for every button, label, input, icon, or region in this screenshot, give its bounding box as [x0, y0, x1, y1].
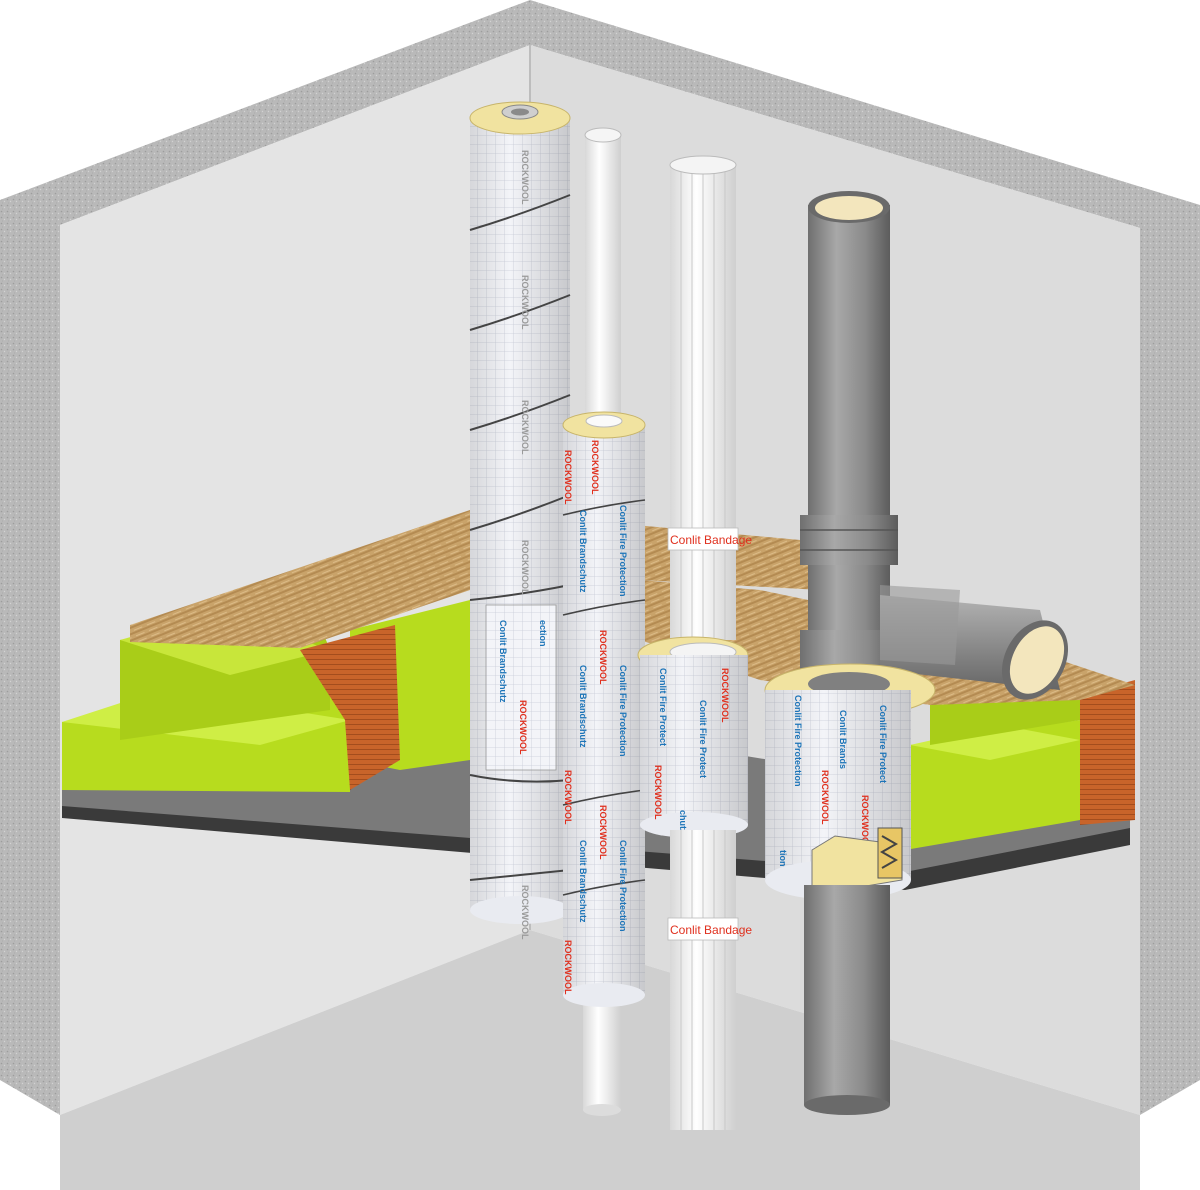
pipe-grey-tee: Conlit Fire Protection Conlit Brands Con… [764, 191, 1069, 1115]
bandage-label: Conlit Bandage [670, 923, 752, 937]
fire-protection-label: Conlit Fire Protect [698, 700, 708, 778]
fire-collar [485, 604, 557, 771]
wrap-spiral-lines [469, 194, 571, 881]
brand-label: ROCKWOOL [520, 150, 530, 205]
wrap-bottom [470, 896, 570, 924]
brick-section-right [1080, 680, 1135, 825]
fire-protection-fragment: tion [778, 850, 788, 867]
fire-protection-label: Conlit Fire Protection [793, 695, 803, 787]
brandschutz-fragment: chutz [678, 810, 688, 834]
fire-protection-label: ection [538, 620, 548, 647]
wall-frame-left [0, 0, 530, 1115]
brick-section-left [300, 625, 400, 790]
bundle-upper [669, 155, 737, 640]
fire-protection-label: Conlit Fire Protect [878, 705, 888, 783]
fire-protection-label: Conlit Fire Protect [658, 668, 668, 746]
brand-label-red: ROCKWOOL [563, 770, 573, 825]
socket-upper [800, 515, 898, 565]
insulation-block-4 [905, 720, 1080, 850]
brand-label-red: ROCKWOOL [720, 668, 730, 723]
brand-label-red: ROCKWOOL [653, 765, 663, 820]
brand-label-red: ROCKWOOL [590, 440, 600, 495]
brand-label: ROCKWOOL [520, 400, 530, 455]
brandschutz-label: Conlit Brands [838, 710, 848, 769]
cutaway-layer [877, 827, 903, 879]
white-pipe-upper [585, 135, 621, 435]
brand-label-red: ROCKWOOL [860, 795, 870, 850]
brand-label: ROCKWOOL [520, 885, 530, 940]
fire-protection-label: Conlit Fire Protection [618, 665, 628, 757]
brand-label-red: ROCKWOOL [563, 450, 573, 505]
bundle-lower [670, 830, 736, 1130]
brandschutz-label: Conlit Brandschutz [578, 665, 588, 748]
brand-label-red: ROCKWOOL [820, 770, 830, 825]
cutaway-zigzag [879, 835, 899, 869]
pipe-insulated-tall: ROCKWOOL ROCKWOOL ROCKWOOL ROCKWOOL ROCK… [469, 101, 571, 940]
bandage-label: Conlit Bandage [670, 533, 752, 547]
fire-protection-label: Conlit Fire Protection [618, 505, 628, 597]
fire-protection-label: Conlit Fire Protection [618, 840, 628, 932]
brand-label: ROCKWOOL [520, 275, 530, 330]
pipe-white-collared: ROCKWOOL ROCKWOOL Conlit Brandschutz Con… [562, 127, 646, 1116]
grey-pipe-upper [808, 205, 890, 675]
bandage-upper [667, 527, 739, 551]
wood-board [130, 510, 470, 648]
brand-label: ROCKWOOL [520, 540, 530, 595]
grey-pipe-lower [804, 885, 890, 1105]
insulation-block-4-top [910, 725, 1080, 760]
pipe-bundle: Conlit Bandage ROCKWOOL Conlit Fire Prot… [637, 155, 752, 1130]
brandschutz-label: Conlit Brandschutz [578, 840, 588, 923]
brandschutz-label: Conlit Brandschutz [498, 620, 508, 703]
brandschutz-label: Conlit Brandschutz [578, 510, 588, 593]
brand-label-red: ROCKWOOL [563, 940, 573, 995]
bandage-lower [667, 917, 739, 941]
brand-label-red: ROCKWOOL [598, 805, 608, 860]
brand-label-red: ROCKWOOL [518, 700, 528, 755]
white-pipe-lower [583, 990, 621, 1110]
brand-label-red: ROCKWOOL [598, 630, 608, 685]
